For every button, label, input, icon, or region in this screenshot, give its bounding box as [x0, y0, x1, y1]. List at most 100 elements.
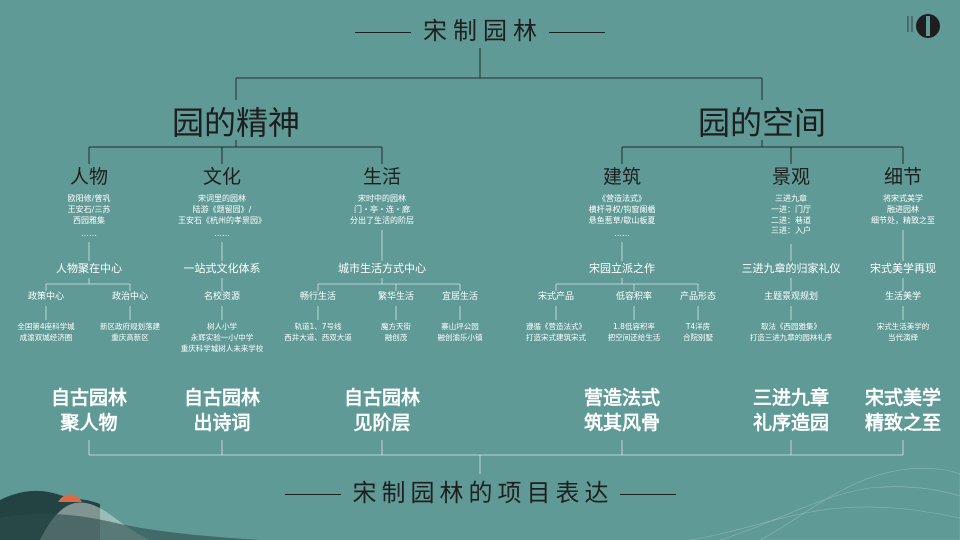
root-node-space: 园的空间	[697, 104, 826, 142]
sub-homecoming-ritual: 三进九章的归家礼仪	[741, 262, 841, 275]
leaf-line: 融创渝乐小镇	[437, 332, 483, 342]
leaf-line: 树人小学	[207, 322, 237, 331]
slogan-architecture: 营造法式 筑其风骨	[552, 386, 692, 435]
slogan-culture: 自古园林 出诗词	[152, 386, 292, 435]
bottom-title: 宋制园林的项目表达	[0, 478, 960, 508]
subsub-prosperous-life: 繁华生活	[377, 292, 414, 302]
subsub-product-form: 产品形态	[679, 292, 716, 302]
category-details: 细节	[883, 166, 922, 188]
root-node-spirit: 园的精神	[171, 104, 300, 142]
subsub-policy-center: 政策中心	[27, 292, 64, 302]
leaf-line: 取法《西园雅集》	[761, 322, 821, 331]
subsub-school-resources: 名校资源	[203, 292, 240, 302]
leaf-life-aesthetics: 宋式生活美学的 当代演绎	[843, 322, 960, 344]
desc-line: 一进：门厅	[771, 204, 811, 214]
title-line-left	[355, 31, 411, 33]
leaf-product-form: T4洋房 合院别墅	[638, 322, 758, 344]
category-landscape-desc: 三进九章 一进：门厅 二进：巷道 三进：入户	[716, 194, 866, 237]
leaf-line: 成渝双城经济圈	[19, 332, 73, 342]
leaf-line: 新区政府规划落建	[100, 322, 160, 331]
title-line-right	[549, 31, 605, 33]
leaf-line: 合院别墅	[683, 332, 713, 342]
slogan-line: 见阶层	[353, 411, 411, 434]
desc-line: 宋词里的园林	[198, 194, 246, 203]
category-architecture-dots: ……	[614, 229, 630, 238]
leaf-line: 魔方天街	[381, 322, 411, 331]
sub-culture-system: 一站式文化体系	[183, 262, 261, 275]
sub-urban-life-center: 城市生活方式中心	[338, 262, 426, 275]
leaf-line: 轨道1、7号线	[294, 322, 342, 331]
subsub-theme-landscape: 主题景观规划	[763, 292, 818, 302]
leaf-line: 把空间还给生活	[607, 332, 661, 342]
desc-line: 宋时中的园林	[358, 194, 406, 203]
slogan-line: 营造法式	[583, 387, 660, 409]
category-people: 人物	[69, 166, 108, 188]
desc-line: 融进园林	[887, 204, 919, 214]
leaf-song-products: 遵循《营造法式》 打造宋式建筑宋式	[496, 322, 616, 344]
slogan-line: 筑其风骨	[583, 411, 660, 434]
desc-line: 三进九章	[775, 194, 807, 203]
desc-line: 门・亭・连・廊	[354, 204, 410, 214]
leaf-theme-landscape: 取法《西园雅集》 打造三进九章的园林礼序	[731, 322, 851, 344]
subsub-life-aesthetics: 生活美学	[884, 292, 921, 302]
leaf-line: 全国第4座科学城	[17, 322, 75, 331]
subsub-livable-life: 宜居生活	[441, 292, 478, 302]
leaf-line: 重庆高新区	[111, 332, 149, 342]
slogan-line: 宋式美学	[864, 387, 941, 409]
category-culture-desc: 宋词里的园林 陆游《题留园》/ 王安石《杭州的孝景园》	[147, 194, 297, 226]
sub-people-center: 人物聚在中心	[56, 262, 122, 275]
leaf-low-far: 1.8低容积率 把空间还给生活	[574, 322, 694, 344]
desc-line: 三进：入户	[771, 226, 811, 236]
leaf-line: 当代演绎	[888, 332, 918, 342]
slogan-line: 自古园林	[183, 387, 260, 409]
leaf-line: 融创茂	[384, 332, 408, 342]
category-architecture-desc: 《营造法式》 横杆寻权/钩窗阑楯 悬鱼惹草/歇山板夏	[547, 194, 697, 226]
category-life-desc: 宋时中的园林 门・亭・连・廊 分出了生活的阶层	[307, 194, 457, 226]
leaf-policy-center: 全国第4座科学城 成渝双城经济圈	[0, 322, 106, 344]
desc-line: 二进：巷道	[771, 215, 811, 225]
mountains-decoration	[0, 468, 960, 540]
bottom-title-text: 宋制园林的项目表达	[352, 479, 614, 507]
category-life: 生活	[362, 166, 401, 188]
slogan-life: 自古园林 见阶层	[312, 386, 452, 435]
desc-line: 分出了生活的阶层	[350, 215, 414, 225]
subsub-low-far: 低容积率	[615, 292, 652, 302]
leaf-line: T4洋房	[685, 322, 711, 331]
page-title-text: 宋制园林	[423, 17, 543, 45]
subsub-song-products: 宋式产品	[537, 292, 574, 302]
leaf-line: 打造宋式建筑宋式	[526, 332, 586, 342]
leaf-political-center: 新区政府规划落建 重庆高新区	[70, 322, 190, 344]
desc-line: 王安石/三苏	[67, 204, 111, 214]
desc-line: 横杆寻权/钩窗阑楯	[588, 204, 656, 214]
leaf-school-resources: 树人小学 永辉实验一小/中学 重庆科学城树人未来学校	[162, 322, 282, 355]
slogan-details: 宋式美学 精致之至	[833, 386, 960, 435]
desc-line: 陆游《题留园》/	[192, 204, 252, 214]
slogan-people: 自古园林 聚人物	[19, 386, 159, 435]
slogan-line: 聚人物	[60, 411, 118, 434]
leaf-transit-life: 轨道1、7号线 西井大道、西双大道	[258, 322, 378, 344]
leaf-line: 1.8低容积率	[613, 322, 655, 331]
slogan-line: 精致之至	[864, 411, 941, 434]
leaf-line: 宋式生活美学的	[876, 322, 930, 331]
slogan-landscape: 三进九章 礼序造园	[721, 386, 861, 435]
slogan-line: 自古园林	[50, 387, 127, 409]
desc-line: 将宋式美学	[883, 194, 923, 203]
desc-line: 悬鱼惹草/歇山板夏	[588, 215, 656, 225]
leaf-line: 永辉实验一小/中学	[190, 332, 254, 342]
subsub-transit-life: 畅行生活	[299, 292, 336, 302]
leaf-line: 重庆科学城树人未来学校	[180, 343, 264, 353]
subsub-political-center: 政治中心	[111, 292, 148, 302]
slogan-line: 出诗词	[193, 411, 251, 434]
bottom-title-line-right	[619, 493, 676, 495]
desc-line: 《营造法式》	[598, 194, 646, 203]
desc-line: 细节处，精致之至	[871, 215, 935, 225]
category-details-desc: 将宋式美学 融进园林 细节处，精致之至	[828, 194, 960, 226]
slogan-line: 礼序造园	[752, 411, 829, 434]
desc-line: 王安石《杭州的孝景园》	[178, 215, 266, 225]
leaf-line: 西井大道、西双大道	[284, 332, 352, 342]
category-architecture: 建筑	[602, 166, 641, 188]
category-people-dots: ……	[81, 229, 97, 238]
category-landscape: 景观	[771, 166, 810, 188]
